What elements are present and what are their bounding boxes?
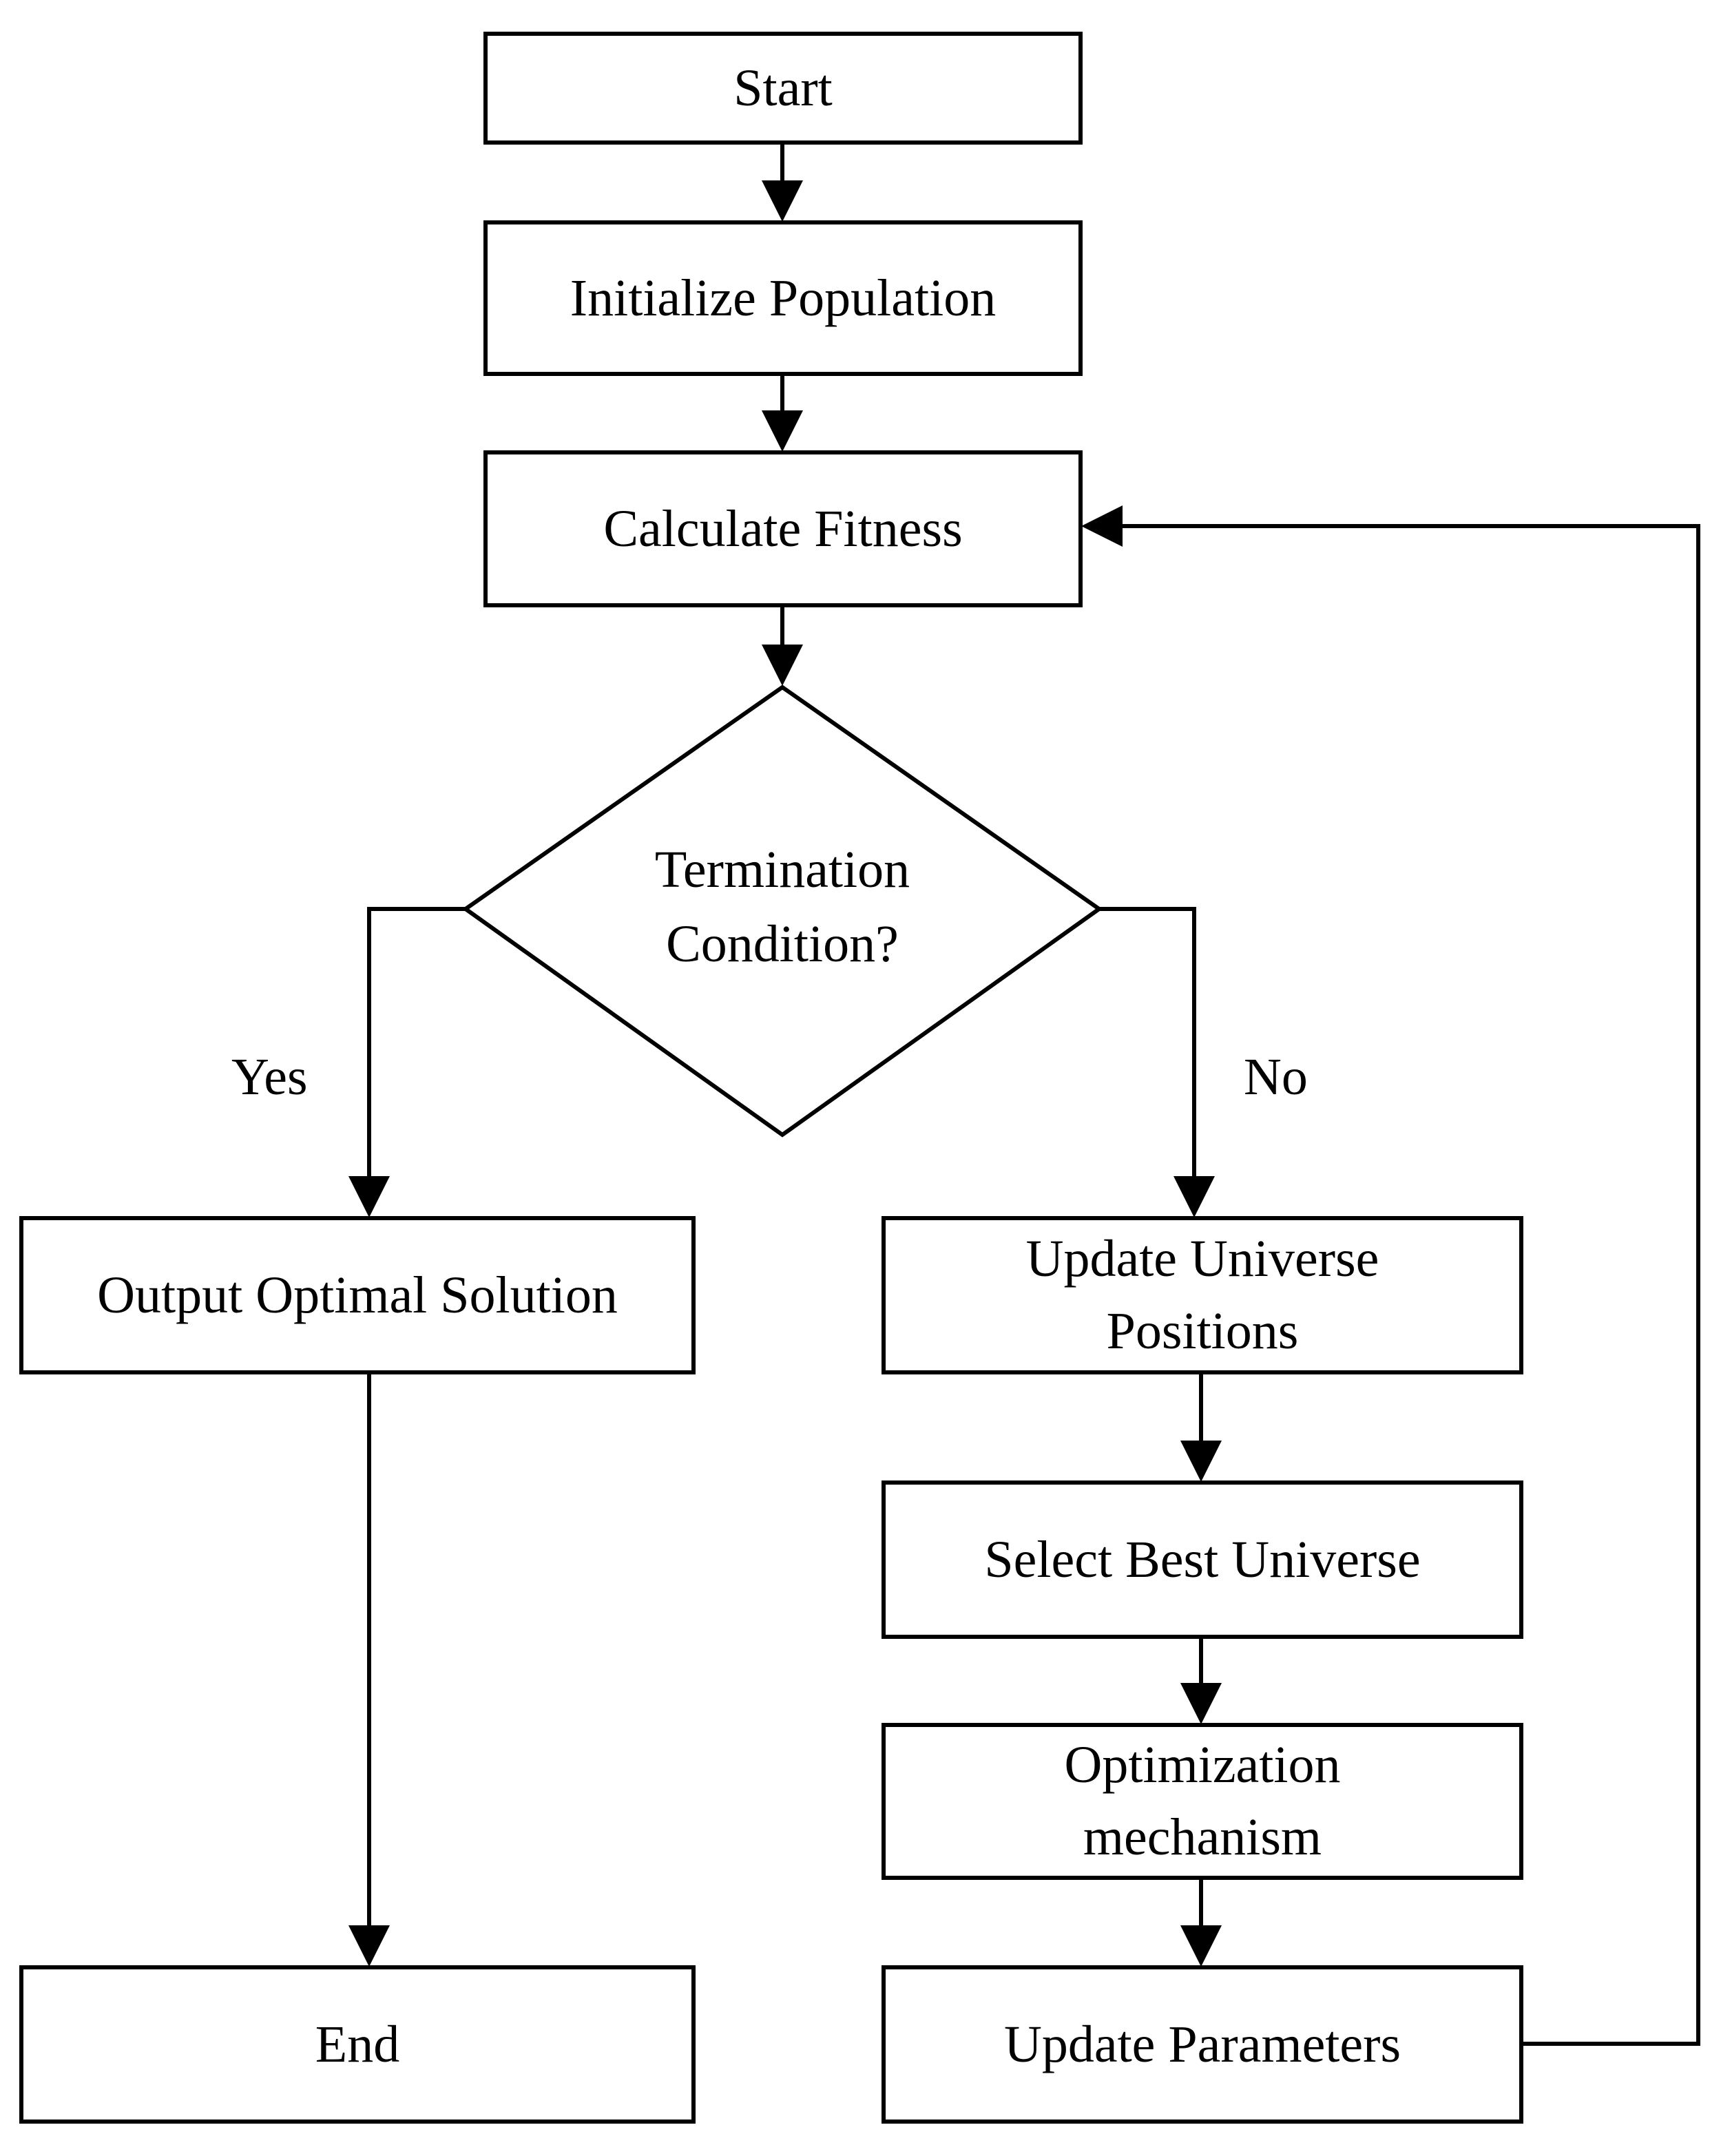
end-label: End xyxy=(315,2015,400,2073)
arrow-yes-to-output xyxy=(348,907,468,1217)
update-parameters-label: Update Parameters xyxy=(1003,2015,1401,2073)
initialize-population-label: Initialize Population xyxy=(570,269,997,327)
select-best-universe-label: Select Best Universe xyxy=(984,1530,1421,1589)
no-label: No xyxy=(1244,1048,1308,1106)
calculate-fitness-box: Calculate Fitness xyxy=(483,450,1083,607)
update-parameters-box: Update Parameters xyxy=(882,1965,1523,2124)
output-optimal-solution-label: Output Optimal Solution xyxy=(97,1266,618,1324)
optimization-mechanism-box: Optimization mechanism xyxy=(882,1723,1523,1880)
start-label: Start xyxy=(733,59,833,117)
decision-diamond xyxy=(461,684,1103,1138)
initialize-population-box: Initialize Population xyxy=(483,220,1083,376)
calculate-fitness-label: Calculate Fitness xyxy=(603,499,963,558)
optimization-mechanism-label: Optimization mechanism xyxy=(1064,1736,1341,1866)
arrow-loop-to-fitness xyxy=(1081,505,1700,2046)
yes-label: Yes xyxy=(231,1048,308,1106)
select-best-universe-box: Select Best Universe xyxy=(882,1480,1523,1639)
termination-condition-label: Termination Condition? xyxy=(654,841,910,973)
end-box: End xyxy=(19,1965,696,2124)
output-optimal-solution-box: Output Optimal Solution xyxy=(19,1216,696,1374)
update-universe-positions-box: Update Universe Positions xyxy=(882,1216,1523,1374)
arrow-no-to-update-universe xyxy=(1096,907,1215,1217)
start-box: Start xyxy=(483,32,1083,145)
update-universe-positions-label: Update Universe Positions xyxy=(1025,1230,1379,1360)
